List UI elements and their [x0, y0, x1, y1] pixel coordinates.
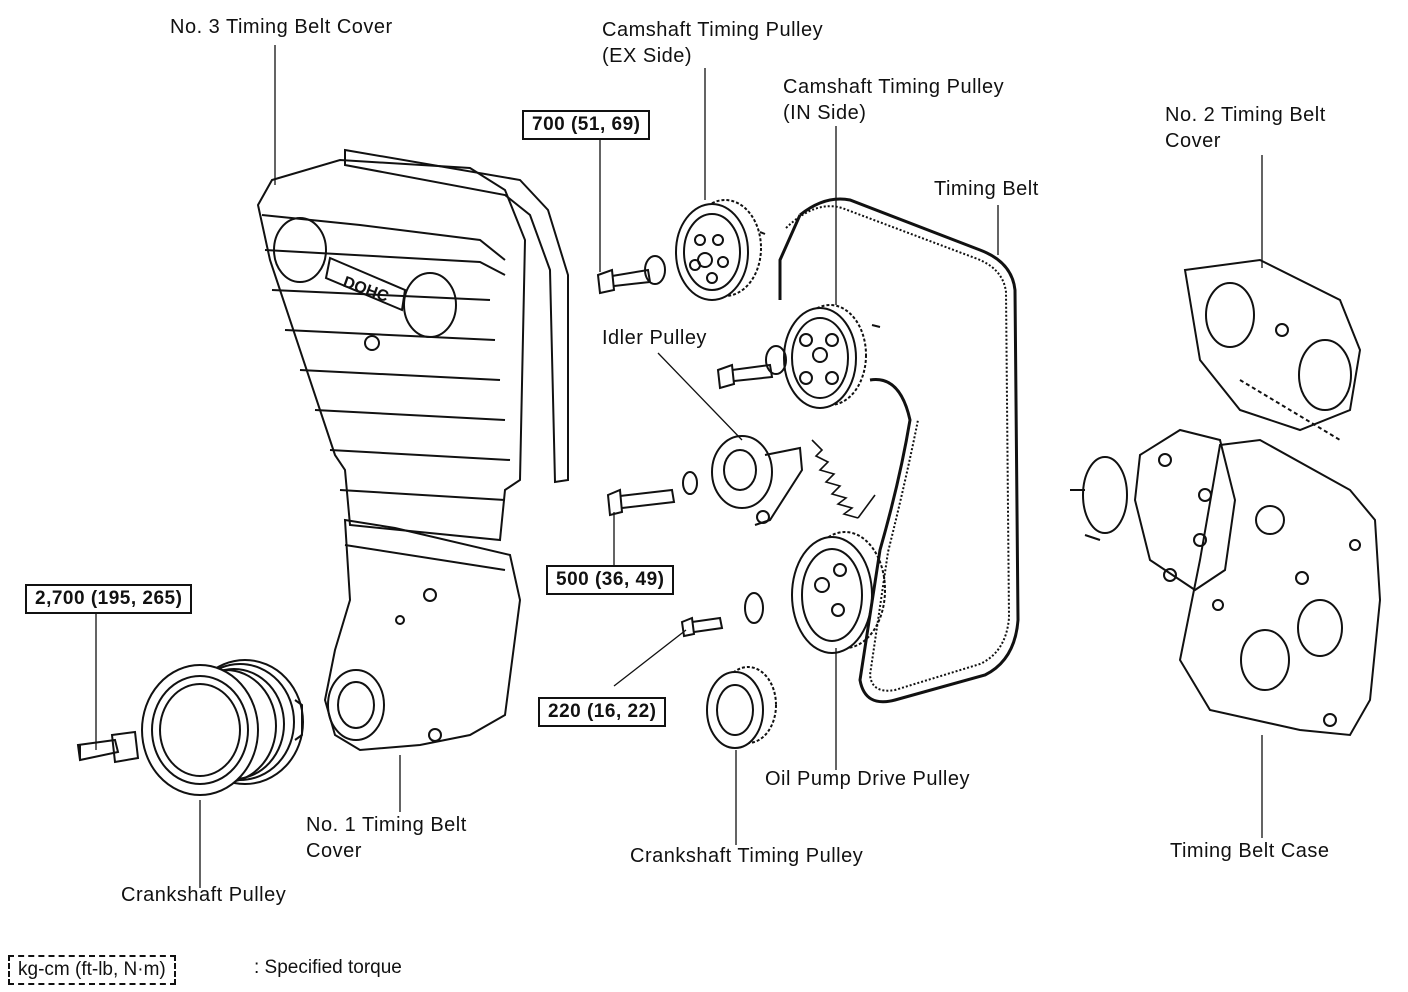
- label-crankshaft-timing-pulley: Crankshaft Timing Pulley: [630, 845, 864, 867]
- tension-spring: [811, 439, 876, 519]
- legend-units-box: kg-cm (ft-lb, N·m): [8, 955, 176, 985]
- label-no3-timing-belt-cover: No. 3 Timing Belt Cover: [170, 16, 393, 38]
- label-idler-pulley: Idler Pulley: [602, 327, 707, 349]
- idler-bolt-washer: [606, 471, 698, 517]
- label-timing-belt: Timing Belt: [934, 178, 1039, 200]
- camshaft-ex-bolt-washer: [596, 255, 666, 295]
- torque-oil-pump-bolt: 220 (16, 22): [538, 697, 667, 727]
- label-no2-cover-line2: Cover: [1165, 130, 1221, 152]
- no1-timing-belt-cover: [323, 518, 522, 752]
- label-no1-cover-line2: Cover: [306, 840, 362, 862]
- oil-pump-drive-pulley: [706, 666, 777, 749]
- camshaft-pulley-in: [783, 304, 881, 409]
- camshaft-in-bolt-washer: [716, 345, 787, 390]
- camshaft-pulley-ex: [675, 199, 766, 301]
- crankshaft-pulley: [141, 659, 304, 796]
- label-no1-cover-line1: No. 1 Timing Belt: [306, 814, 467, 836]
- timing-belt: [778, 197, 1020, 704]
- torque-idler-bolt: 500 (36, 49): [546, 565, 675, 595]
- leader-lines: [95, 45, 1263, 888]
- label-camshaft-pulley-in-line1: Camshaft Timing Pulley: [783, 76, 1005, 98]
- idler-pulley: [711, 435, 804, 526]
- no3-timing-belt-cover: DOHC: [256, 148, 569, 542]
- dohc-emblem-text: DOHC: [341, 274, 392, 306]
- label-oil-pump-drive-pulley: Oil Pump Drive Pulley: [765, 768, 971, 790]
- crankshaft-timing-pulley: [791, 531, 886, 654]
- crank-washer-bolt: [680, 592, 764, 638]
- label-camshaft-pulley-ex-line1: Camshaft Timing Pulley: [602, 19, 824, 41]
- label-no2-cover-line1: No. 2 Timing Belt: [1165, 104, 1326, 126]
- torque-camshaft-bolt: 700 (51, 69): [522, 110, 651, 140]
- legend-description: : Specified torque: [254, 957, 402, 978]
- label-camshaft-pulley-ex-line2: (EX Side): [602, 45, 693, 67]
- no2-timing-belt-cover: [1183, 258, 1362, 441]
- label-timing-belt-case: Timing Belt Case: [1170, 840, 1330, 862]
- label-camshaft-pulley-in-line2: (IN Side): [783, 102, 867, 124]
- crankshaft-bolt: [76, 730, 140, 764]
- label-crankshaft-pulley: Crankshaft Pulley: [121, 884, 287, 906]
- water-pump: [1070, 428, 1237, 592]
- timing-belt-case: [1178, 438, 1382, 737]
- torque-crankshaft-bolt: 2,700 (195, 265): [25, 584, 193, 614]
